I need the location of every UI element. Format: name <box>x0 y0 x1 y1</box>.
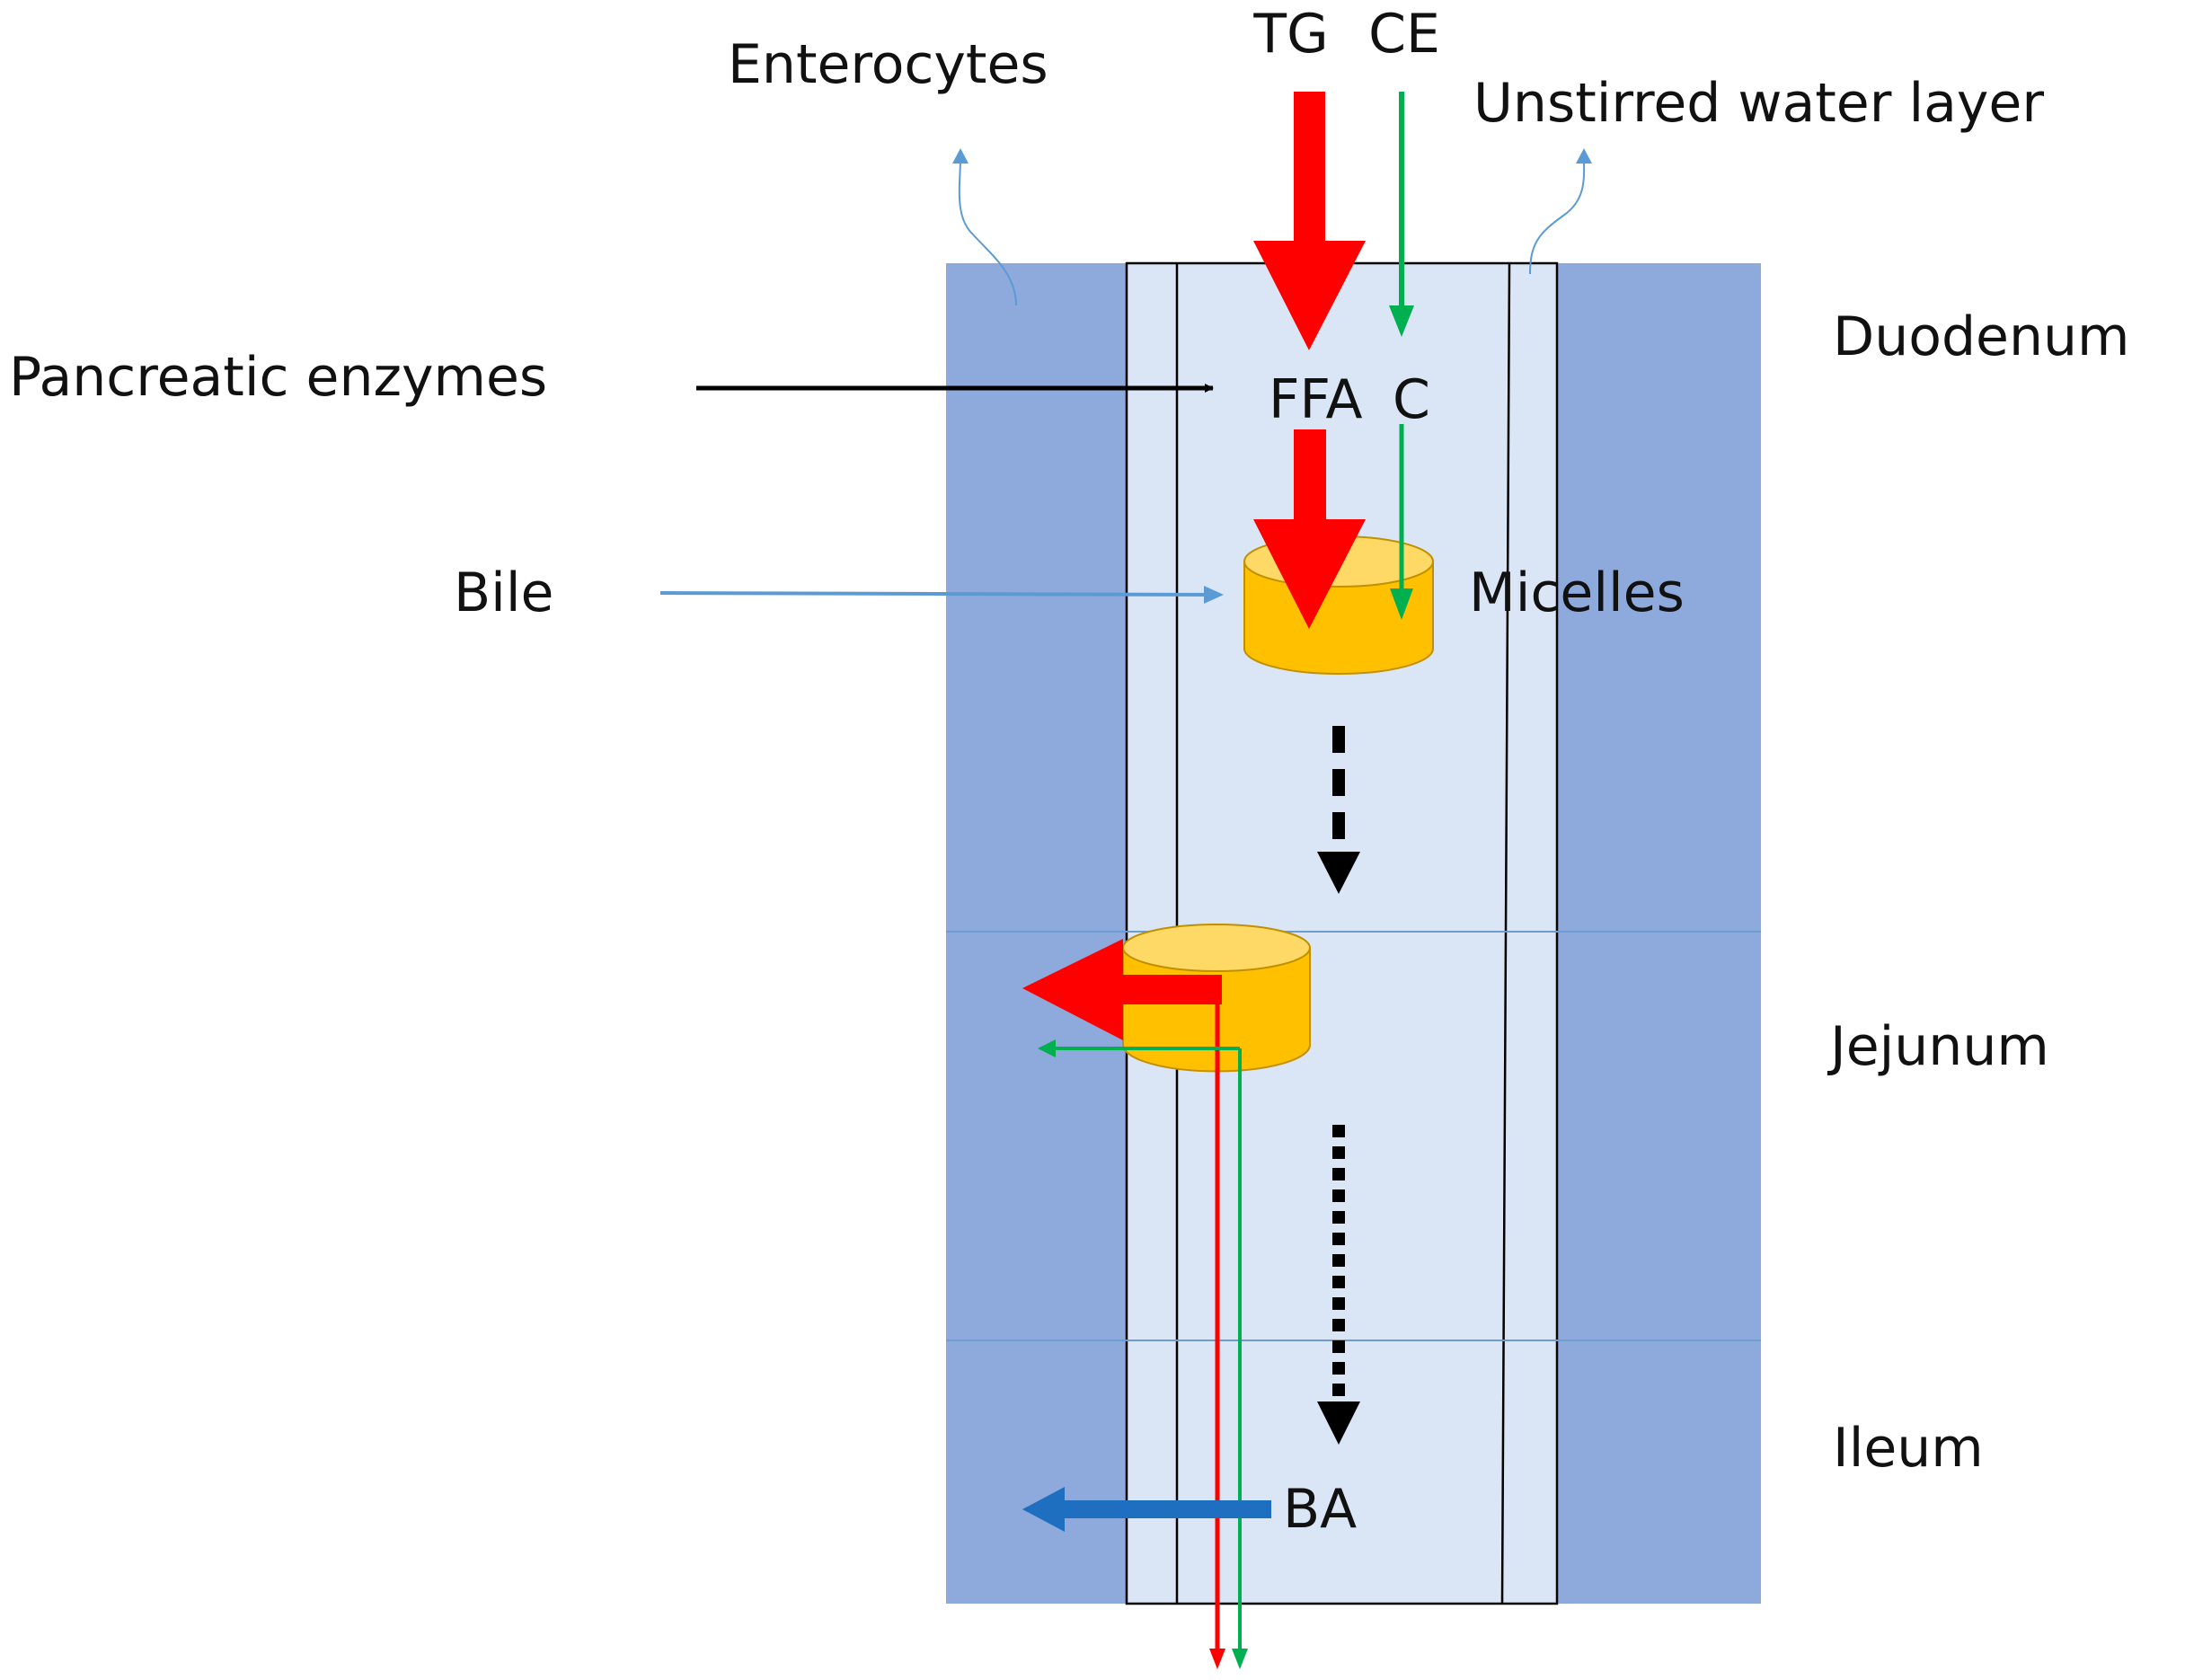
ba-reabsorption-arrow <box>1022 1487 1271 1532</box>
ffa-arrow <box>1253 429 1366 629</box>
bile-label: Bile <box>454 561 553 624</box>
c-absorption-head <box>1038 1039 1056 1057</box>
ffa-label: FFA <box>1269 368 1363 431</box>
unstirred-layer-pointer-head <box>1576 148 1592 164</box>
bile-arrow <box>659 591 1214 597</box>
transit-arrow-dashed-head <box>1317 852 1360 894</box>
enterocytes-label: Enterocytes <box>728 33 1048 96</box>
c-excretion-head <box>1232 1649 1248 1669</box>
ba-label: BA <box>1283 1478 1357 1541</box>
ffa-absorption-arrow <box>1022 939 1222 1040</box>
enterocytes-pointer <box>958 156 1017 306</box>
ffa-excretion-head <box>1209 1649 1225 1669</box>
duodenum-label: Duodenum <box>1833 305 2129 368</box>
micelles-label: Micelles <box>1469 561 1685 624</box>
unstirred-water-layer-label: Unstirred water layer <box>1473 72 2044 135</box>
c-arrow-head <box>1390 588 1413 620</box>
jejunum-label: Jejunum <box>1827 1015 2049 1078</box>
unstirred-layer-pointer <box>1529 156 1586 275</box>
right-unstirred-layer-boundary <box>1500 262 1511 1605</box>
ce-arrow-head <box>1389 305 1414 337</box>
ileum-label: Ileum <box>1833 1417 1984 1480</box>
pancreatic-enzymes-label: Pancreatic enzymes <box>9 346 547 409</box>
tg-label: TG <box>1252 3 1328 66</box>
transit-arrow-dotted-head <box>1317 1401 1360 1445</box>
c-label: C <box>1393 368 1430 431</box>
enterocytes-pointer-head <box>952 148 969 164</box>
tg-arrow <box>1253 92 1366 350</box>
ce-label: CE <box>1368 3 1440 66</box>
bile-arrow-head <box>1204 586 1224 604</box>
